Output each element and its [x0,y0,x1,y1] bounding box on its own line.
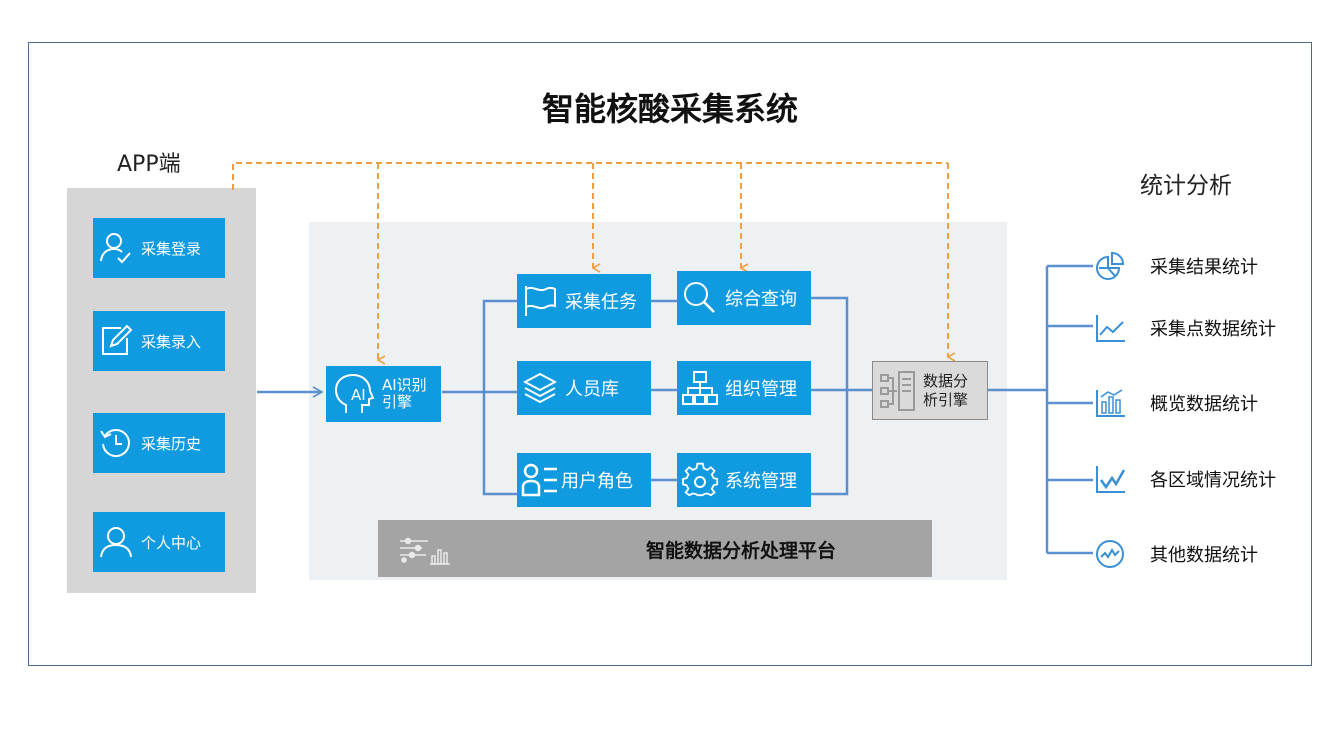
flow-links [257,264,1093,555]
ai-engine-label-line1: AI识别 [382,376,427,394]
app-login-button[interactable]: 采集登录 [93,218,225,278]
module-personnel[interactable]: 人员库 [517,361,651,415]
stat-item-regions-label: 各区域情况统计 [1150,470,1276,491]
module-org[interactable]: 组织管理 [677,361,811,415]
app-history-label: 采集历史 [141,434,202,453]
module-system-label: 系统管理 [725,471,797,492]
app-history-button[interactable]: 采集历史 [93,413,225,473]
history-icon [100,429,130,457]
diagram-frame [28,42,1312,666]
app-entry-label: 采集录入 [141,332,202,351]
edit-icon [102,324,133,355]
pie-chart-icon [1096,251,1125,280]
layers-icon [522,372,558,404]
dashed-data-links [232,162,956,365]
ai-engine-box[interactable]: AI AI识别 引擎 [326,366,441,422]
stat-item-overview-label: 概览数据统计 [1150,394,1258,415]
stats-section-title: 统计分析 [1140,173,1232,199]
module-collection-task[interactable]: 采集任务 [517,274,651,328]
platform-footer-label: 智能数据分析处理平台 [646,540,837,562]
module-org-label: 组织管理 [725,379,797,400]
user-check-icon [100,233,131,264]
org-chart-icon [682,371,718,405]
data-engine-box[interactable]: 数据分 析引擎 [872,361,988,420]
stat-item-collection-result[interactable]: 采集结果统计 [1090,249,1258,283]
line-chart-icon [1096,315,1125,342]
app-section-title: APP端 [117,152,181,177]
stat-item-other-label: 其他数据统计 [1150,545,1258,566]
module-user-role[interactable]: 用户角色 [517,453,651,507]
module-query-label: 综合查询 [725,289,797,310]
stat-item-collection-point[interactable]: 采集点数据统计 [1090,311,1276,345]
data-engine-label-line1: 数据分 [923,371,969,390]
user-list-icon [521,463,557,497]
pulse-chart-icon [1096,540,1124,568]
app-profile-button[interactable]: 个人中心 [93,512,225,572]
module-collection-task-label: 采集任务 [565,292,637,313]
module-system[interactable]: 系统管理 [677,453,811,507]
data-engine-icon [880,370,915,411]
flag-icon [525,286,556,316]
module-personnel-label: 人员库 [565,379,619,400]
app-login-label: 采集登录 [141,239,202,258]
stat-item-regions[interactable]: 各区域情况统计 [1090,462,1276,496]
trend-chart-icon [1096,466,1126,493]
app-profile-label: 个人中心 [141,533,202,552]
app-entry-button[interactable]: 采集录入 [93,311,225,371]
module-query[interactable]: 综合查询 [677,271,811,325]
gear-icon [682,462,719,497]
data-engine-label-line2: 析引擎 [923,390,969,409]
module-user-role-label: 用户角色 [561,471,633,492]
stat-item-collection-point-label: 采集点数据统计 [1150,319,1276,340]
platform-footer: 智能数据分析处理平台 [378,520,932,577]
bar-chart-icon [1096,389,1125,417]
search-icon [684,282,715,313]
stat-item-overview[interactable]: 概览数据统计 [1090,386,1258,420]
svg-text:AI: AI [351,386,366,404]
user-icon [100,527,132,558]
ai-head-icon: AI [334,373,375,413]
page-title: 智能核酸采集系统 [541,90,798,128]
stat-item-other[interactable]: 其他数据统计 [1090,537,1258,571]
stat-item-collection-result-label: 采集结果统计 [1150,257,1258,278]
ai-engine-label-line2: 引擎 [382,393,413,411]
data-analysis-icon [400,537,450,565]
